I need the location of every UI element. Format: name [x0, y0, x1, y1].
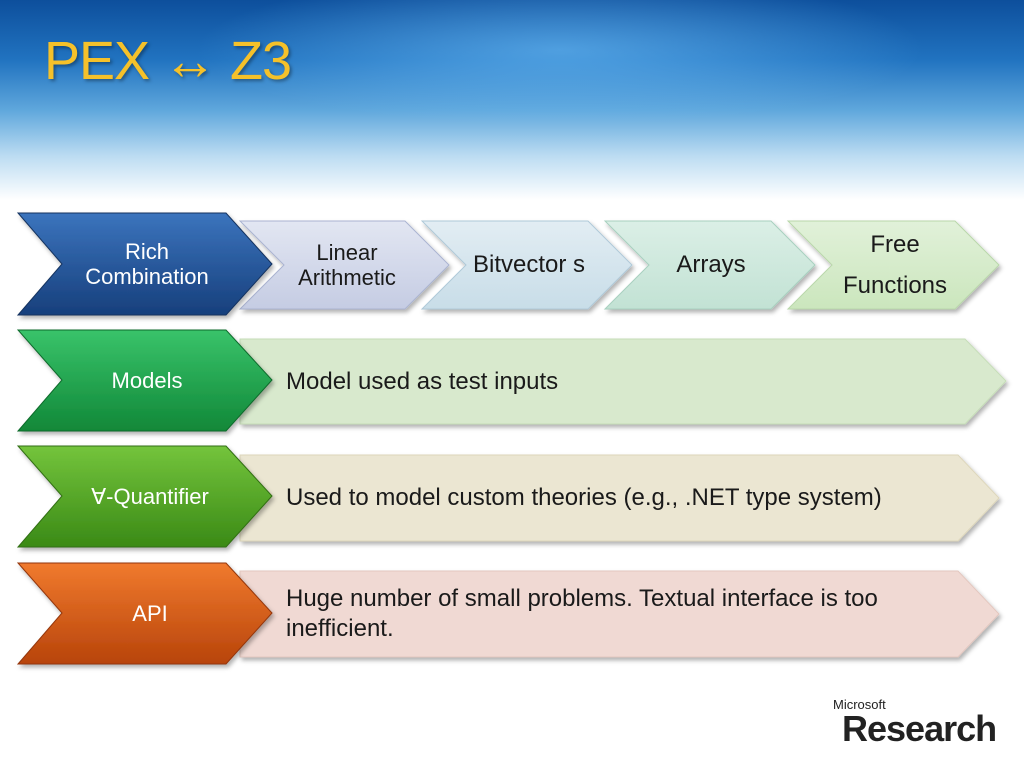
chevron-models — [16, 329, 273, 432]
free-functions-label: Free Functions — [842, 231, 948, 299]
bitvectors-label: Bitvector s — [472, 251, 586, 279]
research-logo-text: Research — [842, 708, 997, 749]
api-label: API — [132, 600, 168, 626]
chevron-quantifier — [16, 445, 273, 548]
chevron-arrays — [603, 220, 816, 310]
microsoft-logo-text: Microsoft — [833, 697, 886, 712]
chevron-api — [16, 562, 273, 665]
models-label: Models — [111, 367, 183, 393]
api-description: Huge number of small problems. Textual i… — [286, 585, 878, 642]
chevron-free-functions — [786, 220, 1000, 310]
quantifier-description: Used to model custom theories (e.g., .NE… — [286, 484, 882, 511]
linear-arithmetic-label: Linear Arithmetic — [298, 239, 396, 290]
models-description: Model used as test inputs — [286, 367, 559, 395]
header-background — [0, 0, 1024, 200]
chevron-linear-arithmetic — [238, 220, 450, 310]
quantifier-label: ∀-Quantifier — [91, 483, 209, 509]
arrays-label: Arrays — [676, 251, 746, 279]
slide-title: PEX ↔ Z3 — [44, 31, 292, 91]
rich-combination-label: Rich Combination — [85, 238, 209, 289]
chevron-rich-combination — [16, 212, 273, 316]
chevron-bitvectors — [420, 220, 633, 310]
